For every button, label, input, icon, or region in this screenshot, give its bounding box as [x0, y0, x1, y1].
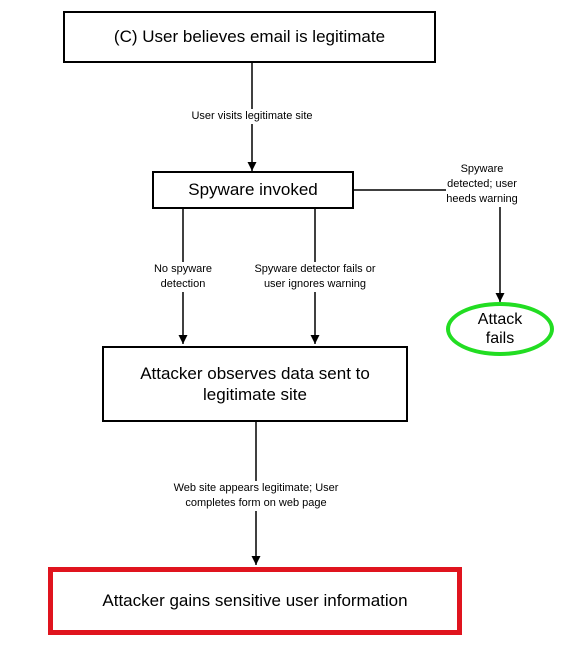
edge-label-detected: Spyware detected; user heeds warning	[446, 162, 518, 207]
gain-node-label: Attacker gains sensitive user informatio…	[102, 591, 408, 610]
edge-label-no-detection-text: No spyware detection	[153, 263, 213, 290]
observe-node: Attacker observes data sent to legitimat…	[102, 346, 408, 422]
edge-label-complete-text: Web site appears legitimate; User comple…	[173, 482, 339, 509]
attack-fails-node: Attack fails	[446, 302, 554, 356]
edge-label-detected-text: Spyware detected; user heeds warning	[446, 163, 518, 205]
spyware-node-label: Spyware invoked	[188, 180, 318, 199]
spyware-node: Spyware invoked	[152, 171, 354, 209]
observe-node-label: Attacker observes data sent to legitimat…	[140, 364, 370, 404]
edge-label-ignore: Spyware detector fails or user ignores w…	[248, 262, 382, 292]
edge-label-visit: User visits legitimate site	[176, 109, 328, 124]
attack-fails-label: Attack fails	[477, 311, 523, 347]
edge-label-complete: Web site appears legitimate; User comple…	[160, 481, 352, 511]
gain-node: Attacker gains sensitive user informatio…	[48, 567, 462, 635]
edge-label-ignore-text: Spyware detector fails or user ignores w…	[254, 263, 376, 290]
start-node: (C) User believes email is legitimate	[63, 11, 436, 63]
edge-label-no-detection: No spyware detection	[144, 262, 222, 292]
start-node-label: (C) User believes email is legitimate	[113, 27, 386, 46]
